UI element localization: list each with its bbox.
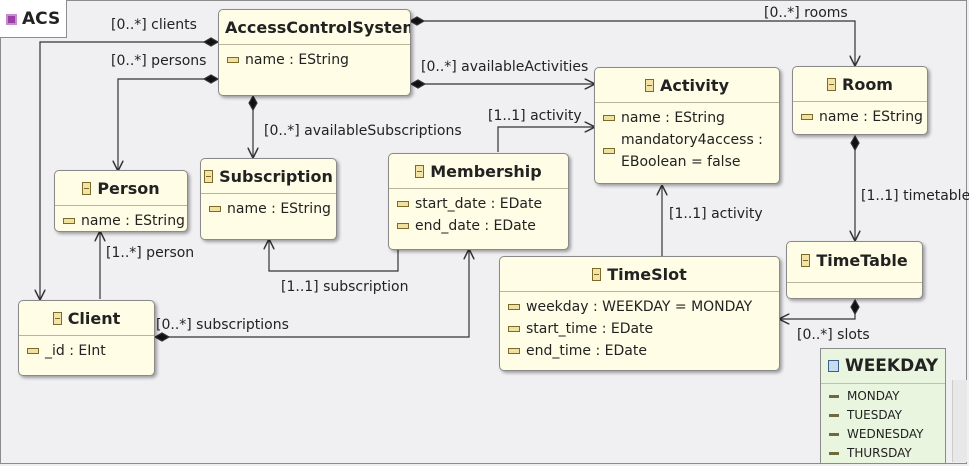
eclass-icon — [592, 267, 602, 281]
composition-diamond — [408, 16, 426, 26]
eclass-icon — [218, 21, 219, 34]
class-timetable[interactable]: TimeTable — [786, 241, 923, 299]
class-access-control-system[interactable]: AccessControlSystem name : EString — [218, 9, 411, 96]
class-name: TimeTable — [816, 250, 908, 270]
eclass-icon — [52, 311, 62, 325]
composition-diamond — [850, 134, 860, 152]
package-name: ACS — [22, 9, 61, 29]
edge-label-timetable: [1..1] timetable — [861, 188, 969, 204]
composition-diamond — [850, 298, 860, 316]
attribute[interactable]: start_date : EDate — [397, 193, 560, 215]
eenum-icon — [827, 360, 839, 372]
edge-label-available-activities: [0..*] availableActivities — [421, 59, 589, 75]
edge-label-available-subscriptions: [0..*] availableSubscriptions — [264, 123, 462, 139]
edge-label-subscription: [1..1] subscription — [281, 279, 409, 295]
eliteral-icon — [829, 433, 839, 436]
edge-label-timeslot-activity: [1..1] activity — [669, 206, 763, 222]
edge-label-membership-activity: [1..1] activity — [488, 108, 582, 124]
eliteral-icon — [829, 414, 839, 417]
attribute[interactable]: name : EString — [209, 198, 331, 220]
eattribute-icon — [508, 326, 520, 332]
attribute[interactable]: start_time : EDate — [508, 318, 771, 340]
class-timeslot[interactable]: TimeSlot weekday : WEEKDAY = MONDAY star… — [499, 256, 780, 371]
eclass-icon — [645, 78, 654, 92]
edge-persons — [118, 78, 218, 170]
attribute[interactable]: end_time : EDate — [508, 340, 771, 362]
attribute[interactable]: weekday : WEEKDAY = MONDAY — [508, 296, 771, 318]
class-subscription[interactable]: Subscription name : EString — [200, 158, 337, 240]
class-person[interactable]: Person name : EString — [54, 170, 188, 232]
edge-slots — [780, 300, 856, 319]
class-membership[interactable]: Membership start_date : EDate end_date :… — [388, 153, 569, 250]
class-room[interactable]: Room name : EString — [792, 66, 928, 135]
eattribute-icon — [508, 348, 520, 354]
class-name: Room — [842, 74, 893, 94]
composition-diamond — [409, 79, 427, 89]
edge-label-rooms: [0..*] rooms — [764, 5, 848, 21]
eattribute-icon — [801, 114, 813, 120]
class-name: Subscription — [219, 166, 333, 186]
enum-literal[interactable]: WEDNESDAY — [829, 425, 937, 444]
package-icon — [6, 13, 17, 25]
eattribute-icon — [397, 201, 409, 207]
enum-weekday[interactable]: WEEKDAY MONDAY TUESDAY WEDNESDAY THURSDA… — [820, 348, 946, 464]
eattribute-icon — [603, 115, 615, 121]
eattribute-icon — [27, 348, 39, 354]
edge-label-person: [1..*] person — [106, 245, 195, 261]
class-activity[interactable]: Activity name : EString mandatory4access… — [594, 67, 780, 184]
attribute[interactable]: name : EString — [603, 107, 771, 129]
edge-subscriptions — [155, 250, 469, 338]
class-client[interactable]: Client _id : EInt — [18, 300, 155, 376]
eattribute-icon — [227, 57, 239, 63]
enum-literal[interactable]: TUESDAY — [829, 406, 937, 425]
composition-diamond — [153, 332, 171, 342]
eclass-icon — [415, 164, 425, 178]
vertical-scrollbar[interactable] — [952, 380, 967, 462]
eclass-icon — [801, 253, 811, 267]
edge-rooms — [410, 20, 855, 65]
enum-name: WEEKDAY — [844, 356, 939, 376]
eattribute-icon — [397, 223, 409, 229]
attribute[interactable]: end_date : EDate — [397, 215, 560, 237]
eattribute-icon — [209, 206, 221, 212]
eclass-icon — [204, 169, 214, 183]
attribute[interactable]: mandatory4access : EBoolean = false — [603, 129, 771, 173]
eclass-icon — [827, 77, 836, 91]
class-name: TimeSlot — [607, 264, 687, 284]
edge-label-slots: [0..*] slots — [797, 327, 870, 343]
composition-diamond — [202, 37, 220, 47]
eliteral-icon — [829, 395, 839, 398]
attribute[interactable]: name : EString — [801, 106, 923, 128]
enum-literal[interactable]: THURSDAY — [829, 444, 937, 463]
package-tab[interactable]: ACS — [0, 0, 67, 38]
composition-diamond — [202, 74, 220, 84]
edge-label-subscriptions: [0..*] subscriptions — [156, 317, 289, 333]
eclass-icon — [82, 181, 92, 195]
class-name: Activity — [660, 75, 729, 95]
edge-subscription — [269, 240, 399, 272]
edge-label-persons: [0..*] persons — [111, 53, 207, 69]
eattribute-icon — [508, 304, 520, 310]
class-name: Client — [67, 308, 121, 328]
enum-literal[interactable]: MONDAY — [829, 387, 937, 406]
edge-label-clients: [0..*] clients — [111, 17, 197, 33]
eattribute-icon — [63, 218, 75, 224]
edge-clients — [40, 41, 218, 299]
edge-membership-activity — [497, 127, 594, 152]
class-name: Person — [97, 178, 160, 198]
attribute[interactable]: name : EString — [227, 49, 402, 71]
eliteral-icon — [829, 452, 839, 455]
class-name: Membership — [430, 161, 542, 181]
attribute[interactable]: _id : EInt — [27, 340, 146, 362]
attribute[interactable]: name : EString — [63, 210, 185, 231]
eattribute-icon — [603, 148, 615, 154]
composition-diamond — [248, 94, 258, 112]
class-name: AccessControlSystem — [224, 17, 411, 37]
